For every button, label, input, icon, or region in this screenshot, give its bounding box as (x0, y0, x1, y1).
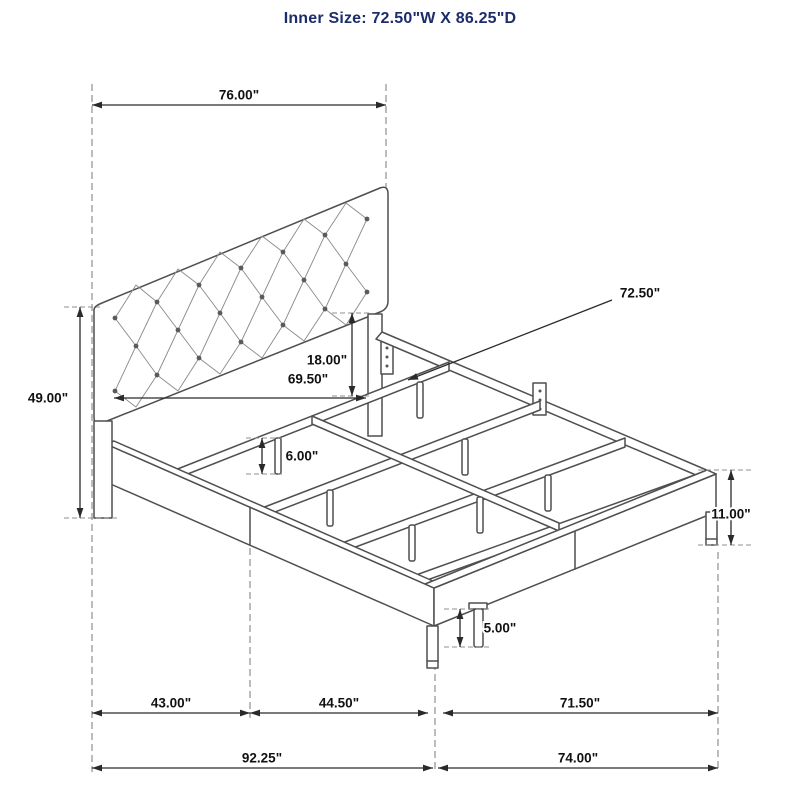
dim-label: 49.00" (28, 391, 68, 406)
dim-label: 74.00" (558, 751, 598, 766)
dim-label: 18.00" (307, 353, 347, 368)
dim-label: 43.00" (151, 696, 191, 711)
dim-headboard-width: 76.00" (92, 86, 386, 109)
dim-overall-depth: 92.25" (92, 749, 433, 772)
diagram-title: Inner Size: 72.50"W X 86.25"D (283, 10, 517, 27)
dim-inner-leg-span: 69.50" (114, 370, 366, 402)
dim-label: 44.50" (319, 696, 359, 711)
foot-front-leg (426, 625, 439, 669)
headboard-panel (93, 186, 389, 425)
dim-inner-width: 72.50" (407, 284, 662, 381)
foot-center-leg (473, 608, 484, 648)
dim-overall-width: 74.00" (438, 749, 718, 772)
dim-label: 72.50" (620, 286, 660, 301)
dim-label: 92.25" (242, 751, 282, 766)
dim-depth-foot-section: 44.50" (250, 694, 428, 717)
dim-headboard-panel-height: 18.00" (305, 313, 356, 396)
slat-leg (408, 524, 416, 562)
dim-label: 11.00" (711, 507, 750, 522)
slat-leg (461, 438, 469, 476)
dim-foot-inner-width: 71.50" (443, 694, 718, 717)
slat-leg (274, 437, 282, 475)
slat-legs (274, 381, 552, 562)
slat-leg (476, 496, 484, 534)
dim-label: 5.00" (484, 621, 517, 636)
dim-headboard-height: 49.00" (26, 307, 84, 518)
dim-depth-head-section: 43.00" (92, 694, 250, 717)
foot-leg-plate (468, 602, 488, 610)
foot-back-leg (705, 511, 718, 546)
bed-illustration (93, 186, 718, 669)
slat-leg (326, 489, 334, 527)
headboard-left-leg (93, 420, 113, 519)
headboard-right-post (367, 313, 383, 437)
slat-leg (544, 474, 552, 512)
dimension-annotations: 76.00" 49.00" 18.00" 69.50" 72.50" 6.00" 11.00… (26, 86, 753, 772)
extension-guides (91, 84, 719, 772)
slat-leg (416, 381, 424, 419)
dim-label: 76.00" (219, 88, 259, 103)
dim-label: 69.50" (288, 372, 328, 387)
headboard-bracket-screws (385, 346, 389, 368)
dim-slat-leg-height: 6.00" (258, 438, 320, 474)
dim-label: 71.50" (560, 696, 600, 711)
dim-foot-leg-height: 5.00" (456, 609, 518, 647)
dim-side-rail-height: 11.00" (709, 470, 753, 545)
tufting-buttons (112, 216, 370, 394)
dim-label: 6.00" (286, 449, 319, 464)
